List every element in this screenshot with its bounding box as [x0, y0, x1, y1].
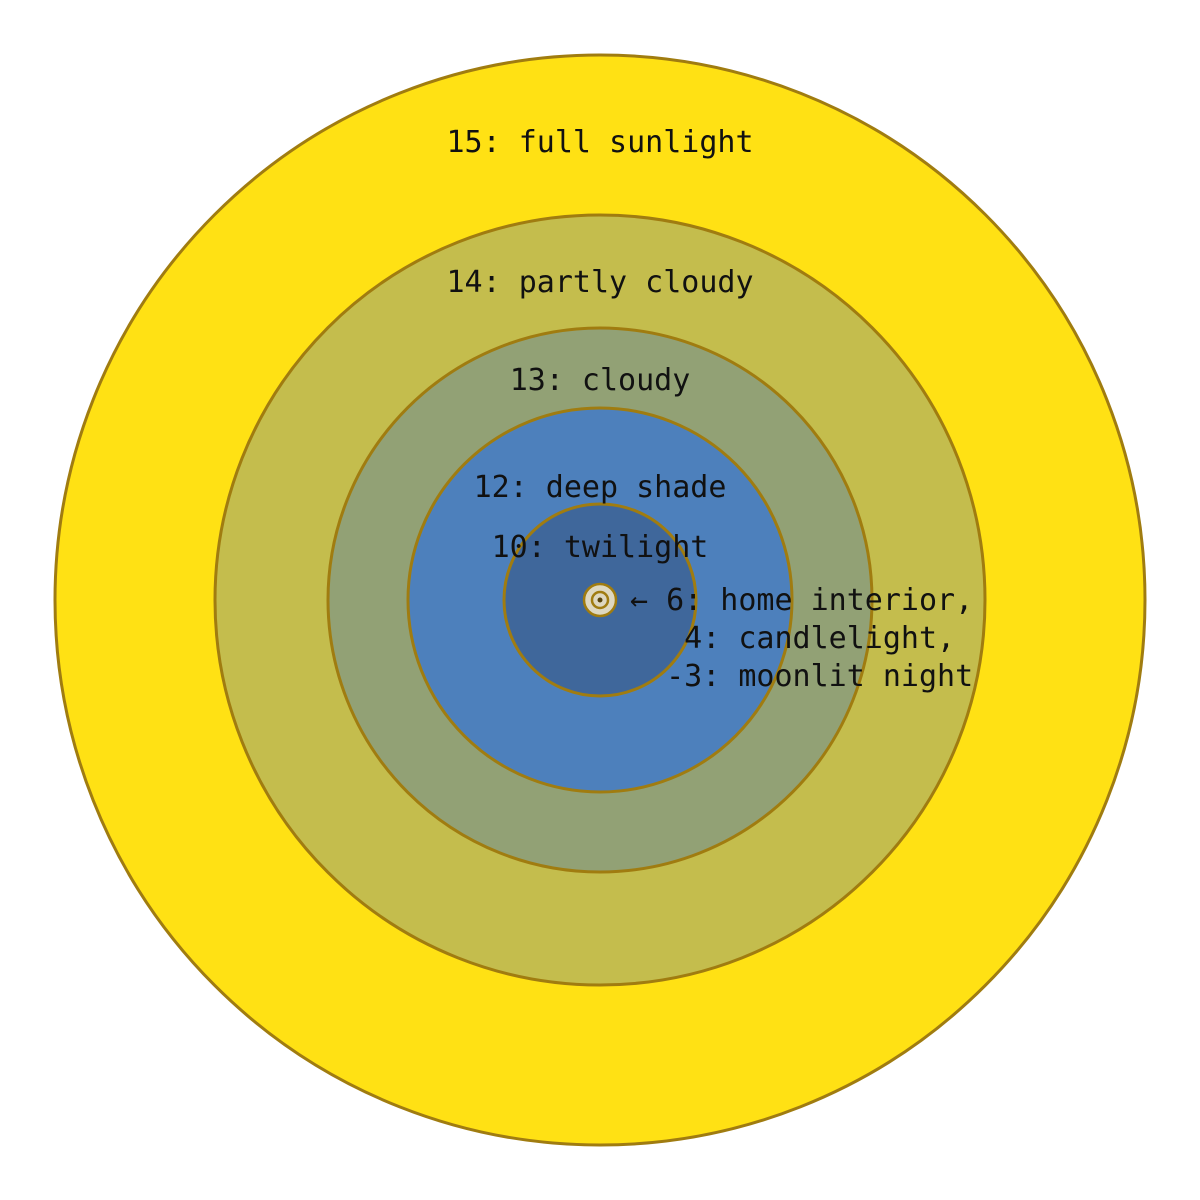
ring-ev-3 — [597, 597, 603, 603]
ring-label-ev12: 12: deep shade — [474, 470, 727, 505]
annotation-group: ← 6: home interior, 4: candlelight, -3: … — [630, 583, 973, 694]
ring-label-ev14: 14: partly cloudy — [446, 265, 753, 300]
labels-group: 15: full sunlight 14: partly cloudy 13: cl… — [446, 125, 753, 565]
annotation-line-1: 4: candlelight, — [630, 621, 955, 656]
ring-label-ev10: 10: twilight — [492, 530, 709, 565]
annotation-line-0: ← 6: home interior, — [630, 583, 973, 618]
ring-label-ev15: 15: full sunlight — [446, 125, 753, 160]
rings-group — [53, 53, 1147, 1147]
annotation-line-2: -3: moonlit night — [630, 659, 973, 694]
ring-label-ev13: 13: cloudy — [510, 363, 691, 398]
